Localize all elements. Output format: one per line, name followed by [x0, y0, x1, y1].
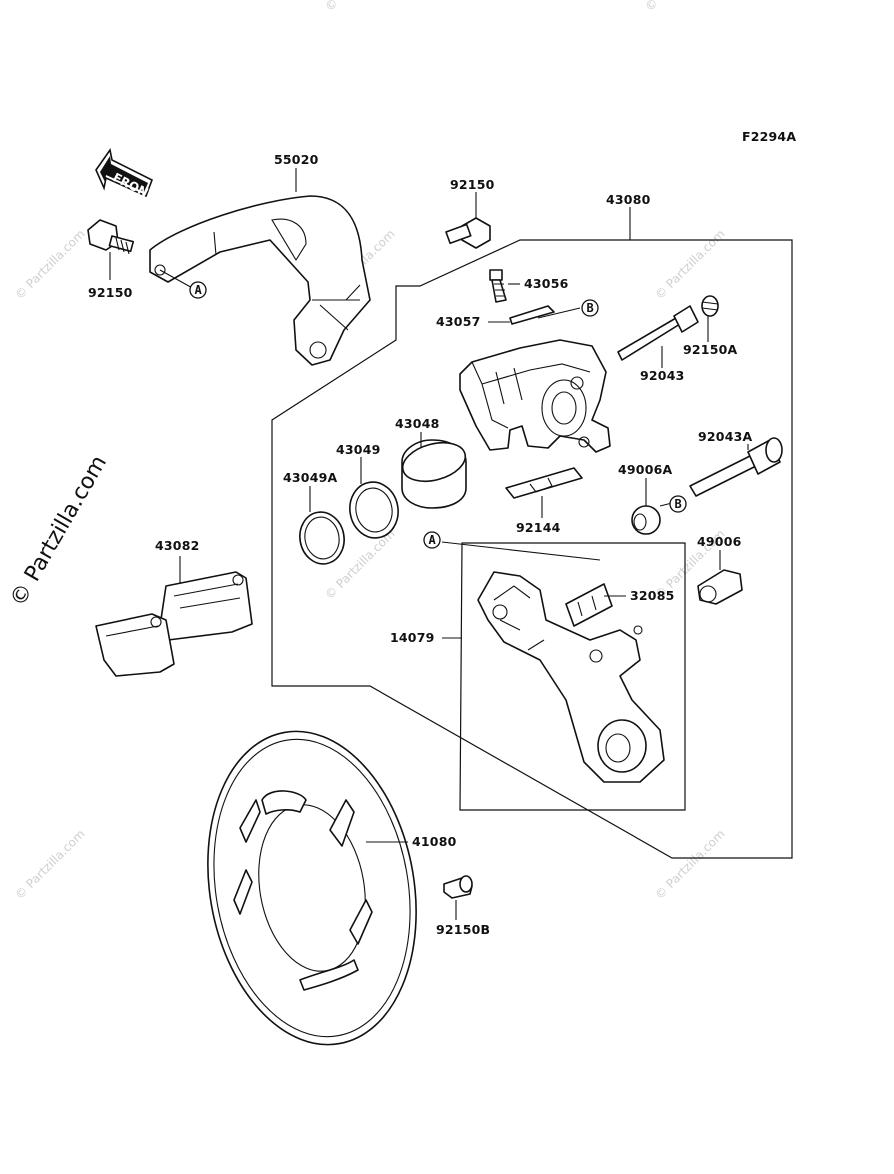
callout-b-top: B	[581, 299, 599, 317]
label-92144: 92144	[516, 520, 561, 535]
callout-b-label: B	[675, 497, 682, 511]
label-92150B: 92150B	[436, 922, 490, 937]
part-49006A-boot	[631, 505, 661, 535]
part-92043-pin	[617, 305, 699, 361]
label-43056: 43056	[524, 276, 569, 291]
watermark: © Partzilla.com	[322, 0, 397, 14]
callout-b-bottom: B	[669, 495, 687, 513]
bolt-92150-left	[87, 219, 135, 255]
watermark: © Partzilla.com	[652, 227, 727, 302]
part-labels: 55020 92150 92150 43080 43056 43057 9215…	[88, 152, 752, 937]
callout-a-label: A	[195, 283, 203, 297]
callout-a-top: A	[189, 281, 207, 299]
part-14079-bracket	[477, 571, 665, 783]
part-41080-disc	[207, 730, 417, 1046]
watermark: © Partzilla.com	[12, 827, 87, 902]
label-41080: 41080	[412, 834, 457, 849]
bolt-92150-right	[445, 217, 491, 249]
part-caliper-body	[459, 339, 611, 453]
part-55020-bracket	[149, 195, 371, 366]
caliper-assembly-box	[271, 239, 793, 859]
label-43057: 43057	[436, 314, 481, 329]
label-49006A: 49006A	[618, 462, 672, 477]
callout-a-label: A	[429, 533, 437, 547]
label-43049: 43049	[336, 442, 381, 457]
callout-b-label: B	[587, 301, 594, 315]
label-92150: 92150	[450, 177, 495, 192]
watermark: © Partzilla.com	[652, 827, 727, 902]
label-92043A: 92043A	[698, 429, 752, 444]
figure-code: F2294A	[742, 129, 796, 144]
label-43048: 43048	[395, 416, 440, 431]
part-43049A-seal	[299, 511, 345, 565]
part-43082-pads	[95, 571, 253, 677]
part-32085-clip	[565, 583, 613, 627]
label-32085: 32085	[630, 588, 675, 603]
part-92144-spring	[505, 467, 583, 499]
label-43049A: 43049A	[283, 470, 337, 485]
label-55020: 55020	[274, 152, 319, 167]
part-49006-boot	[697, 569, 743, 605]
watermark: © Partzilla.com	[642, 0, 717, 14]
label-14079: 14079	[390, 630, 435, 645]
label-43082: 43082	[155, 538, 200, 553]
caliper-bracket-box	[459, 542, 686, 811]
leader-lines	[109, 168, 749, 920]
label-92150-left: 92150	[88, 285, 133, 300]
part-43056-bleeder	[489, 269, 507, 303]
watermark-side: © Partzilla.com	[6, 451, 113, 611]
part-43049-seal	[349, 481, 399, 539]
label-92043: 92043	[640, 368, 685, 383]
watermark: © Partzilla.com	[12, 227, 87, 302]
callout-a-bottom: A	[423, 531, 441, 549]
front-arrow-icon: FRONT	[95, 148, 159, 204]
part-92043A-pin	[689, 437, 783, 497]
label-92150A: 92150A	[683, 342, 737, 357]
part-43057-cap	[509, 305, 555, 325]
label-43080: 43080	[606, 192, 651, 207]
part-43048-piston	[401, 439, 467, 509]
label-49006: 49006	[697, 534, 742, 549]
part-92150B-bolt	[443, 875, 473, 899]
part-92150A-plug	[701, 295, 719, 317]
